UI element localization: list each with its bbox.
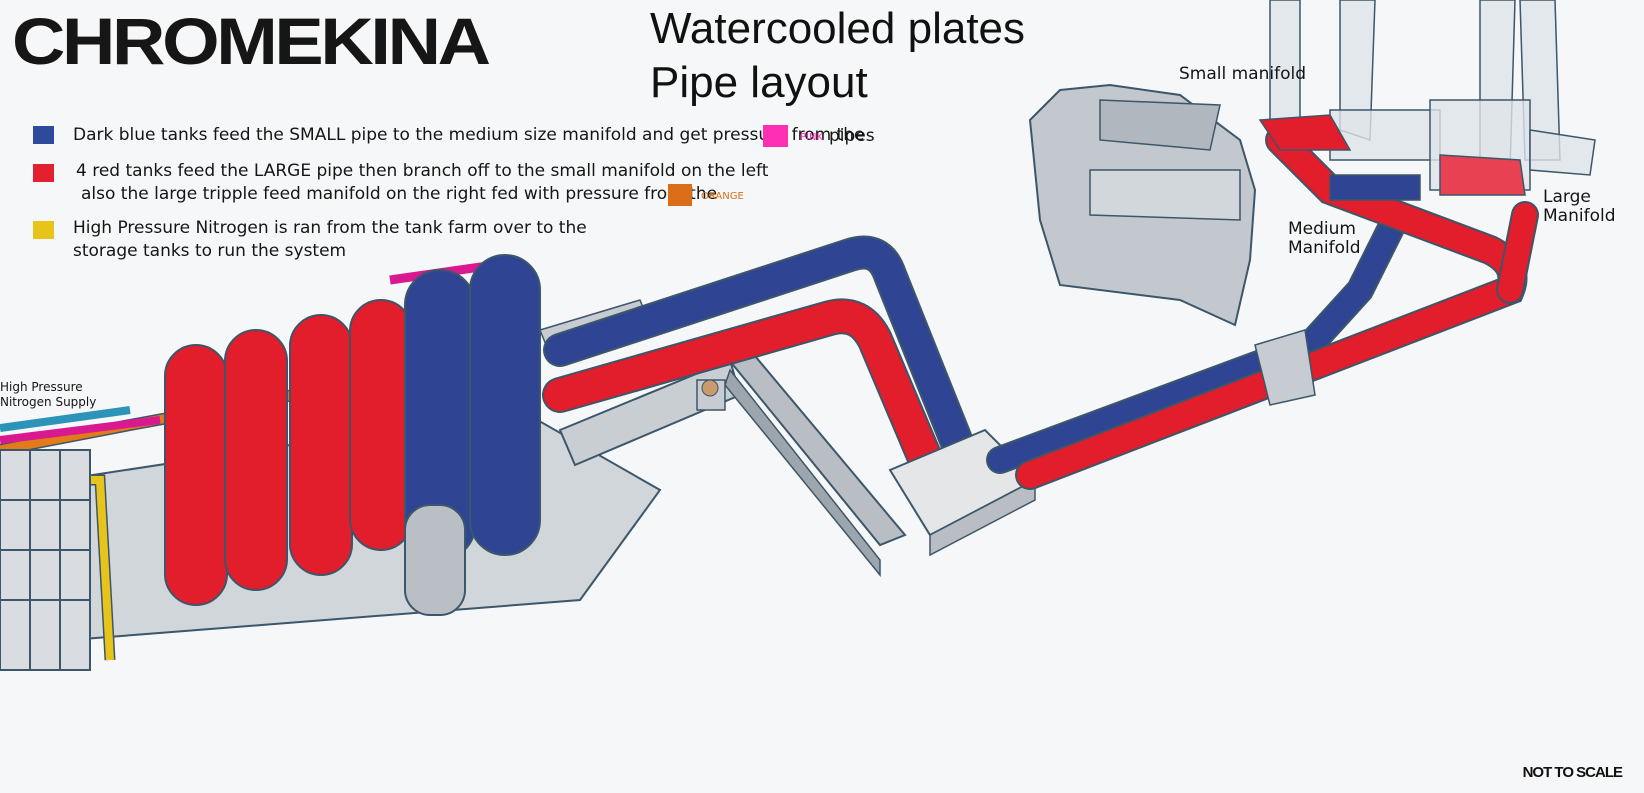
legend-blue-text: Dark blue tanks feed the SMALL pipe to t…: [73, 125, 865, 145]
pipe-support: [1254, 329, 1316, 406]
label-small-manifold: Small manifold: [1179, 64, 1306, 84]
legend-yellow-line1: High Pressure Nitrogen is ran from the t…: [73, 218, 587, 238]
legend-pink-swatch: [763, 125, 788, 147]
pink-pressure-pipe: [0, 416, 161, 444]
legend-yellow-swatch: [33, 221, 54, 239]
nitrogen-supply-pipe: [0, 406, 131, 432]
legend-red-swatch: [33, 164, 54, 182]
legend-orange-swatch: [668, 184, 692, 206]
title-line-1: Watercooled plates: [650, 4, 1026, 53]
label-large-manifold: Large Manifold: [1543, 187, 1616, 226]
legend-blue-swatch: [33, 126, 54, 144]
page-title: Watercooled plates Pipe layout: [650, 2, 1025, 110]
legend-orange-label: ORANGE: [701, 191, 744, 202]
legend-red-line1: 4 red tanks feed the LARGE pipe then bra…: [76, 161, 769, 181]
nitrogen-tank-farm-rack: [0, 449, 91, 671]
red-large-manifold-plate: [1439, 154, 1526, 196]
manifold-glass-tubes: [1269, 0, 1596, 191]
legend-red-line2: also the large tripple feed manifold on …: [81, 184, 718, 204]
not-to-scale-note: NOT TO SCALE: [1522, 764, 1623, 781]
blue-medium-manifold-plate: [1329, 174, 1421, 201]
legend-yellow-line2: storage tanks to run the system: [73, 241, 347, 261]
title-line-2: Pipe layout: [650, 58, 868, 107]
blue-storage-tanks: [404, 254, 541, 561]
pipe-trench-side: [724, 368, 881, 578]
brand-logo: CHROMEKINA: [12, 4, 491, 78]
label-medium-manifold: Medium Manifold: [1288, 219, 1361, 258]
label-nitrogen-supply: High Pressure Nitrogen Supply: [0, 380, 97, 409]
legend-pink-label: PINK: [800, 132, 824, 143]
legend-blue-suffix: pipes: [829, 126, 875, 146]
red-manifold-plate: [1258, 114, 1352, 151]
red-storage-tanks: [164, 299, 413, 606]
pump-cap: [701, 379, 719, 397]
nitrogen-storage-cylinder: [404, 504, 466, 616]
